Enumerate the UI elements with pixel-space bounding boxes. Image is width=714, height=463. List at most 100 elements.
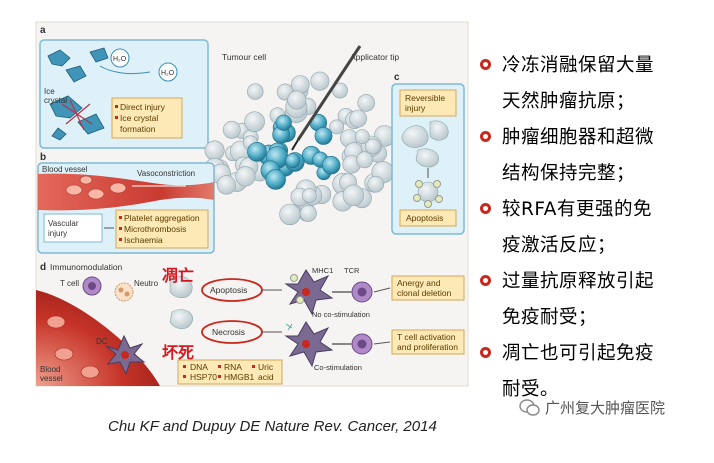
tumour-cell	[364, 138, 381, 155]
bullet-2-line-1: 肿瘤细胞器和超微	[502, 127, 655, 148]
bullet-3-line-2: 疫激活反应；	[502, 235, 617, 256]
tumour-cell	[301, 188, 317, 203]
bullet-5: 凋亡也可引起免疫 耐受。	[478, 336, 710, 408]
damp-rna: RNA	[224, 362, 242, 372]
panel-c-letter: c	[394, 72, 400, 83]
apc-lower	[284, 321, 334, 368]
damp-hmgb1: HMGB1	[224, 372, 255, 382]
damp-hsp70: HSP70	[190, 372, 217, 382]
tumour-cell	[275, 114, 292, 131]
damp-dna: DNA	[190, 362, 208, 372]
bullet-1-line-2: 天然肿瘤抗原；	[502, 91, 636, 112]
vascular-injury-1: Vascular	[48, 219, 79, 228]
t-cell-upper	[332, 281, 373, 303]
tumour-cell	[290, 75, 310, 94]
tumour-cell	[222, 120, 241, 139]
bullet-marker-icon	[480, 131, 491, 142]
h2o-molecule-1: H₂O	[110, 48, 130, 68]
reversible-1: Reversible	[405, 93, 445, 103]
injury-box	[111, 97, 183, 139]
mhc1-label: MHC1	[312, 266, 333, 275]
d-red-cells	[46, 315, 100, 379]
d-blood-vessel-1: Blood	[40, 365, 60, 374]
tumour-cell	[310, 71, 330, 91]
activation-2: and proliferation	[397, 342, 458, 352]
activation-arrow	[373, 341, 391, 345]
damps-box	[177, 359, 283, 385]
neutro-label: Neutro	[134, 279, 159, 288]
panel-d-title: Immunomodulation	[50, 262, 123, 272]
tumour-cell	[285, 153, 301, 169]
dc-label: DC	[96, 337, 108, 346]
wechat-icon	[519, 398, 540, 416]
tumour-cell	[247, 83, 264, 100]
panel-a-letter: a	[40, 25, 46, 36]
tcr-label: TCR	[344, 266, 360, 275]
blood-vessel-label: Blood vessel	[42, 165, 88, 174]
vascular-effect-3: Ischaemia	[124, 235, 163, 245]
d-blood-vessel-2: vessel	[40, 374, 63, 383]
reversible-2: injury	[405, 103, 426, 113]
tumour-cell	[322, 156, 341, 175]
injury-item-3: formation	[120, 124, 156, 134]
bullet-1: 冷冻消融保留大量 天然肿瘤抗原；	[478, 48, 710, 120]
tumour-cell	[367, 175, 385, 193]
reversible-cells	[401, 120, 449, 168]
applicator-tip-label: Applicator tip	[350, 52, 399, 62]
red-blood-cells	[65, 175, 127, 200]
costim-label: Co-stimulation	[314, 363, 362, 372]
bullet-2-line-2: 结构保持完整；	[502, 163, 636, 184]
apoptotic-cell	[413, 180, 443, 208]
tumour-cell	[299, 204, 317, 222]
anergy-1: Anergy and	[397, 278, 441, 288]
tumour-cell	[204, 140, 225, 161]
t-cell	[82, 276, 102, 296]
tumour-cell	[287, 90, 307, 110]
tumour-cell	[357, 94, 376, 112]
apoptosis-c-label: Apoptosis	[406, 213, 443, 223]
bullet-marker-icon	[480, 347, 491, 358]
tumour-cell	[342, 184, 365, 207]
bullet-5-line-1: 凋亡也可引起免疫	[502, 343, 655, 364]
bullet-marker-icon	[480, 275, 491, 286]
reversible-box	[399, 89, 457, 117]
t-cell-label: T cell	[60, 279, 79, 288]
apoptosis-d-label: Apoptosis	[210, 285, 247, 295]
watermark-text: 广州复大肿瘤医院	[545, 399, 666, 417]
d-tumour-cells	[169, 276, 193, 330]
tumour-cell	[314, 126, 333, 145]
damp-markers	[183, 365, 255, 378]
bullet-4-line-2: 免疫耐受；	[502, 307, 598, 328]
watermark: 广州复大肿瘤医院	[519, 397, 665, 418]
figure-caption: Chu KF and Dupuy DE Nature Rev. Cancer, …	[108, 418, 437, 435]
vascular-effects-box	[115, 209, 209, 249]
tumour-cell	[244, 111, 265, 132]
vascular-effect-1: Platelet aggregation	[124, 213, 200, 223]
tumour-mass	[204, 71, 396, 226]
vascular-markers	[119, 216, 122, 241]
tumour-cell-label: Tumour cell	[222, 52, 266, 62]
tumour-cell	[329, 119, 345, 135]
h2o-arrow	[99, 65, 151, 75]
anergy-2: clonal deletion	[397, 288, 452, 298]
bullet-4: 过量抗原释放引起 免疫耐受；	[478, 264, 710, 336]
svg-text:H₂O: H₂O	[113, 56, 127, 63]
tumour-cell	[216, 175, 236, 195]
no-costim-label: No co-stimulation	[312, 310, 370, 319]
apc-upper	[284, 269, 334, 316]
bullet-list: 冷冻消融保留大量 天然肿瘤抗原； 肿瘤细胞器和超微 结构保持完整； 较RFA有更…	[478, 48, 710, 408]
panel-d-letter: d	[40, 262, 46, 273]
injury-item-2: Ice crystal	[120, 113, 158, 123]
bullet-marker-icon	[480, 59, 491, 70]
panel-b-letter: b	[40, 152, 46, 163]
applicator-tip	[291, 139, 299, 151]
h2o-molecule-2: H₂O	[158, 62, 178, 82]
damp-acid: acid	[258, 372, 274, 382]
necrosis-d-label: Necrosis	[212, 327, 245, 337]
vascular-injury-box	[43, 213, 103, 243]
tumour-cell	[354, 129, 370, 144]
activation-1: T cell activation	[397, 332, 456, 342]
neutrophil	[114, 282, 134, 302]
anergy-arrow	[373, 287, 391, 293]
